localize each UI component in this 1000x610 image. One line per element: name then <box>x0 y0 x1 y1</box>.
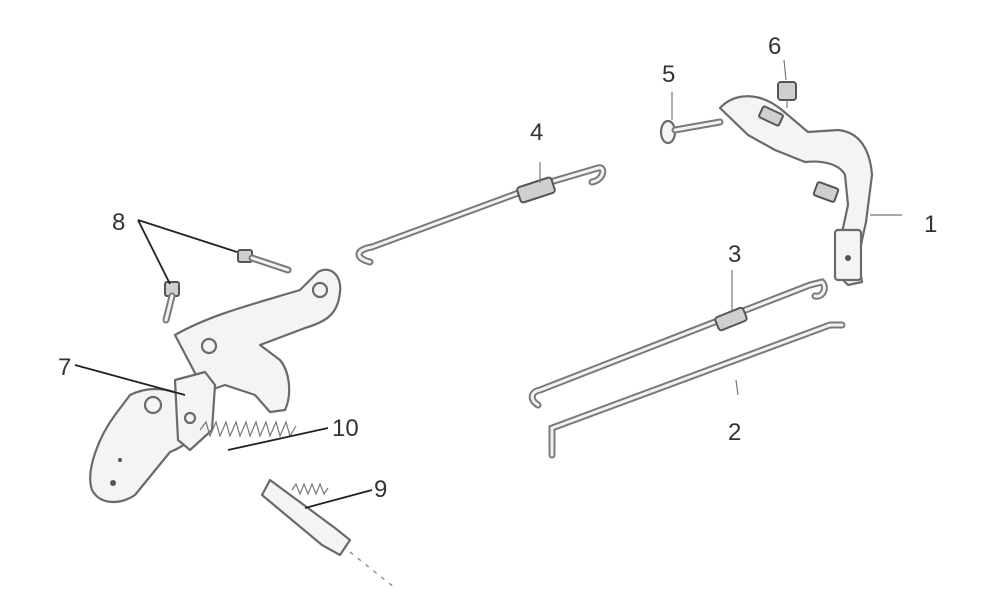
callout-1: 1 <box>924 211 937 238</box>
callout-10: 10 <box>332 415 359 442</box>
callout-labels: 1 2 3 4 5 6 7 8 9 10 <box>58 33 937 503</box>
callout-3: 3 <box>728 241 741 268</box>
callout-6: 6 <box>768 33 781 60</box>
callout-4: 4 <box>530 119 543 146</box>
link-rod-part <box>355 164 607 266</box>
rod-end-part <box>260 478 396 589</box>
callout-2: 2 <box>728 419 741 446</box>
callout-8: 8 <box>112 209 125 236</box>
callout-5: 5 <box>662 61 675 88</box>
spring-part <box>199 420 297 438</box>
control-rod-part <box>528 278 828 409</box>
callout-7: 7 <box>58 354 71 381</box>
callout-9: 9 <box>374 476 387 503</box>
nut-part <box>777 81 797 108</box>
bolt-part <box>237 249 292 274</box>
mounting-bracket-part <box>718 95 874 287</box>
lever-bracket-part <box>89 268 342 503</box>
control-rod-part <box>548 321 846 459</box>
bolt-part <box>659 118 724 145</box>
leader-lines <box>74 59 902 509</box>
bolt-part <box>162 281 180 324</box>
